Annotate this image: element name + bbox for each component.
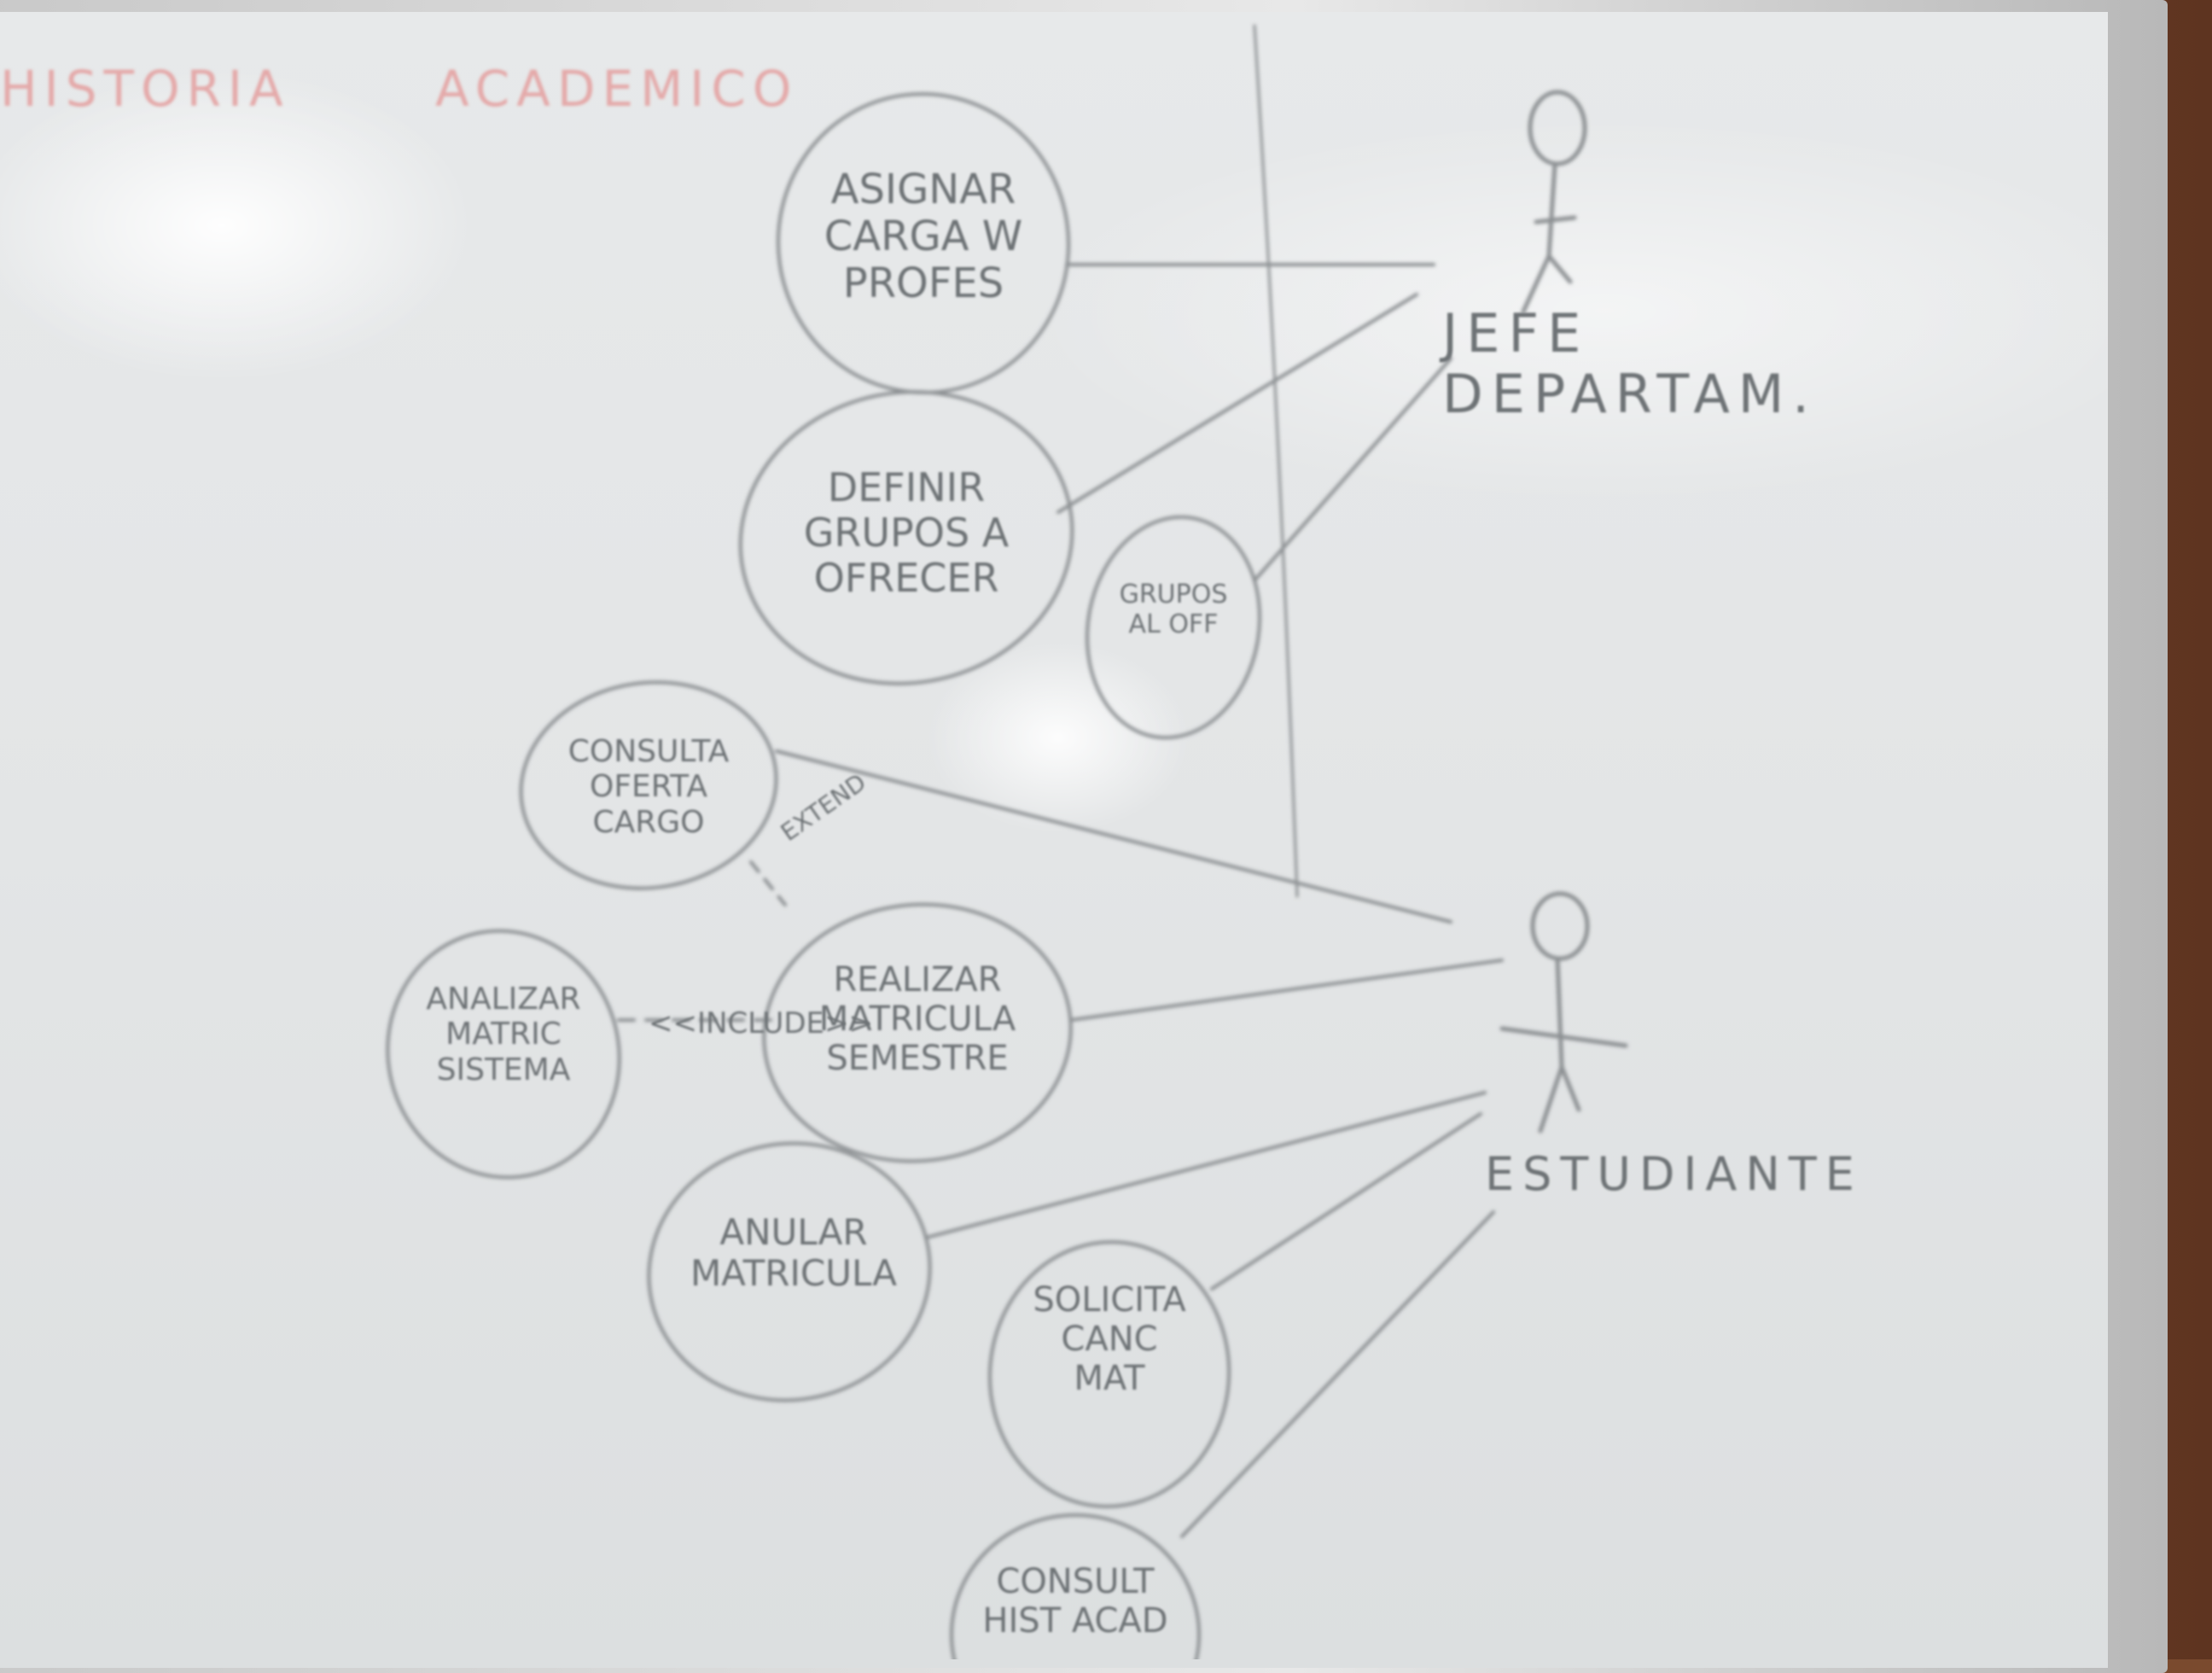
usecase-consultar-hist-ellipse bbox=[950, 1513, 1201, 1659]
actor-jefe-figure bbox=[1521, 90, 1587, 314]
usecase-definir-grupos-label: DEFINIR GRUPOS A OFRECER bbox=[803, 464, 1010, 601]
usecase-realizar-matricula-label: REALIZAR MATRICULA SEMESTRE bbox=[818, 960, 1016, 1078]
usecase-grupos-label: GRUPOS AL OFF bbox=[1119, 580, 1228, 639]
whiteboard-surface bbox=[0, 12, 2108, 1668]
system-boundary-line bbox=[1253, 24, 1299, 898]
association-lines bbox=[617, 263, 1504, 1538]
usecase-consultar-oferta-label: CONSULTA OFERTA CARGO bbox=[568, 734, 730, 840]
usecase-asignar-carga-ellipse bbox=[776, 92, 1071, 394]
actor-estudiante-label: ESTUDIANTE bbox=[1485, 1147, 1863, 1201]
usecase-asignar-carga-label: ASIGNAR CARGA W PROFES bbox=[824, 166, 1023, 308]
usecase-grupos-ellipse bbox=[1085, 515, 1262, 740]
usecase-analizar-ellipse bbox=[386, 929, 621, 1180]
usecase-solicitar-label: SOLICITA CANC MAT bbox=[1033, 1280, 1186, 1398]
include-stereotype-label: <<INCLUDE>> bbox=[649, 1006, 873, 1041]
usecase-realizar-matricula-ellipse bbox=[762, 902, 1073, 1163]
usecase-consultar-hist-label: CONSULT HIST ACAD bbox=[982, 1562, 1168, 1641]
usecase-analizar-label: ANALIZAR MATRIC SISTEMA bbox=[426, 982, 581, 1087]
heading-academico: ACADEMICO bbox=[435, 60, 799, 118]
actor-jefe-label: JEFE DEPARTAM. bbox=[1442, 302, 1818, 426]
usecase-solicitar-ellipse bbox=[987, 1240, 1231, 1508]
usecase-definir-grupos-ellipse bbox=[738, 390, 1074, 685]
usecase-anular-label: ANULAR MATRICULA bbox=[690, 1211, 898, 1295]
heading-historia: HISTORIA bbox=[0, 60, 290, 118]
actor-estudiante-figure bbox=[1499, 891, 1628, 1134]
usecase-consultar-oferta-ellipse bbox=[519, 680, 778, 890]
usecase-anular-ellipse bbox=[647, 1141, 932, 1402]
